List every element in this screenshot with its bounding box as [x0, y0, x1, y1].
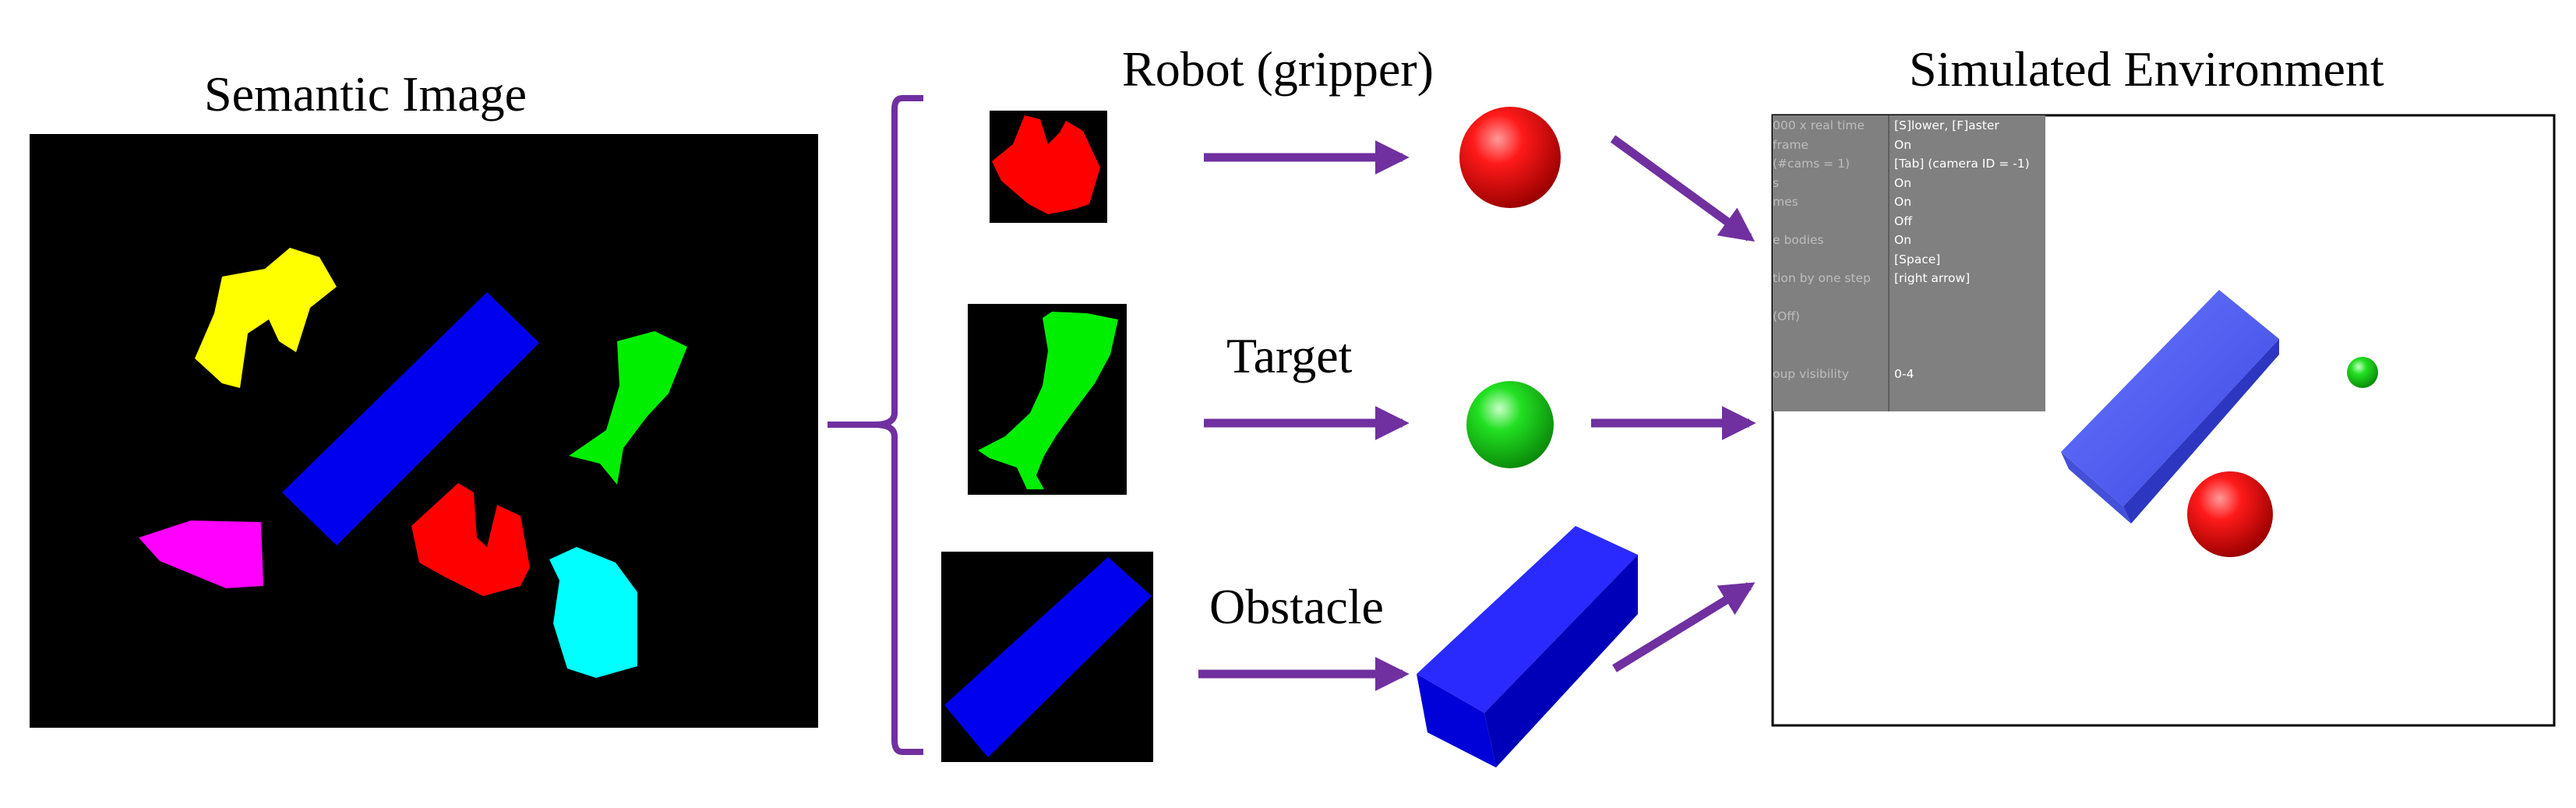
hud-key: e bodies	[1773, 233, 1824, 247]
simulated-environment-title: Simulated Environment	[1909, 41, 2384, 97]
hud-value: On	[1894, 233, 1912, 247]
robot-sphere	[1459, 107, 1561, 208]
sim-box-top	[2061, 290, 2279, 506]
obstacle-title: Obstacle	[1209, 579, 1384, 634]
hud-row: [Space]	[1773, 252, 2045, 271]
hud-key: mes	[1773, 195, 1798, 209]
hud-value: [S]lower, [F]aster	[1894, 118, 1999, 132]
target-title: Target	[1226, 328, 1353, 383]
hud-row: tion by one step [right arrow]	[1773, 271, 2045, 290]
hud-row: e bodies On	[1773, 233, 2045, 252]
hud-key: (Off)	[1773, 309, 1800, 323]
hud-value: [Space]	[1894, 252, 1941, 266]
target-sphere	[1466, 381, 1554, 468]
hud-value: [Tab] (camera ID = -1)	[1894, 157, 2030, 171]
hud-row	[1773, 291, 2045, 309]
hud-row: (#cams = 1) [Tab] (camera ID = -1)	[1773, 157, 2045, 175]
hud-key: (#cams = 1)	[1773, 157, 1850, 171]
hud-row: s On	[1773, 176, 2045, 195]
yellow-object	[195, 248, 337, 388]
hud-row: Off	[1773, 214, 2045, 233]
robot-arrow-2	[1610, 135, 1756, 242]
hud-value: On	[1894, 137, 1912, 152]
obstacle-mask-thumbnail	[941, 552, 1153, 762]
target-mask-thumbnail	[968, 304, 1127, 495]
hud-key: tion by one step	[1773, 271, 1871, 285]
hud-row: frame On	[1773, 138, 2045, 157]
hud-row: 000 x real time [S]lower, [F]aster	[1773, 118, 2045, 137]
hud-value: On	[1894, 195, 1912, 209]
hud-key: oup visibility	[1773, 366, 1849, 381]
hud-separator	[1888, 115, 1890, 411]
sim-target-sphere	[2347, 357, 2378, 388]
hud-row: (Off)	[1773, 309, 2045, 328]
hud-key: s	[1773, 175, 1780, 190]
sim-robot-sphere	[2187, 471, 2273, 557]
hud-key: frame	[1773, 137, 1808, 152]
hud-row: mes On	[1773, 195, 2045, 213]
curly-brace	[827, 95, 923, 755]
blue-obstacle-object	[282, 292, 539, 545]
hud-key: 000 x real time	[1773, 118, 1865, 132]
semantic-image-panel	[30, 134, 818, 728]
hud-value: Off	[1894, 213, 1912, 228]
hud-value: On	[1894, 175, 1912, 190]
hud-row	[1773, 348, 2045, 366]
sim-box-end	[2061, 452, 2131, 524]
green-target-object	[569, 331, 687, 485]
robot-mask-thumbnail	[990, 111, 1107, 223]
magenta-object	[139, 520, 263, 588]
sim-box-side	[2123, 339, 2279, 524]
hud-value: [right arrow]	[1894, 271, 1971, 285]
robot-title: Robot (gripper)	[1122, 41, 1434, 97]
red-robot-object	[411, 483, 530, 596]
hud-row: oup visibility 0-4	[1773, 367, 2045, 386]
hud-row	[1773, 329, 2045, 348]
semantic-image-title: Semantic Image	[204, 66, 528, 122]
obstacle-box-3d	[1417, 526, 1638, 767]
hud-value: 0-4	[1894, 366, 1914, 381]
cyan-object	[549, 547, 637, 678]
obstacle-arrow-2	[1612, 582, 1756, 672]
